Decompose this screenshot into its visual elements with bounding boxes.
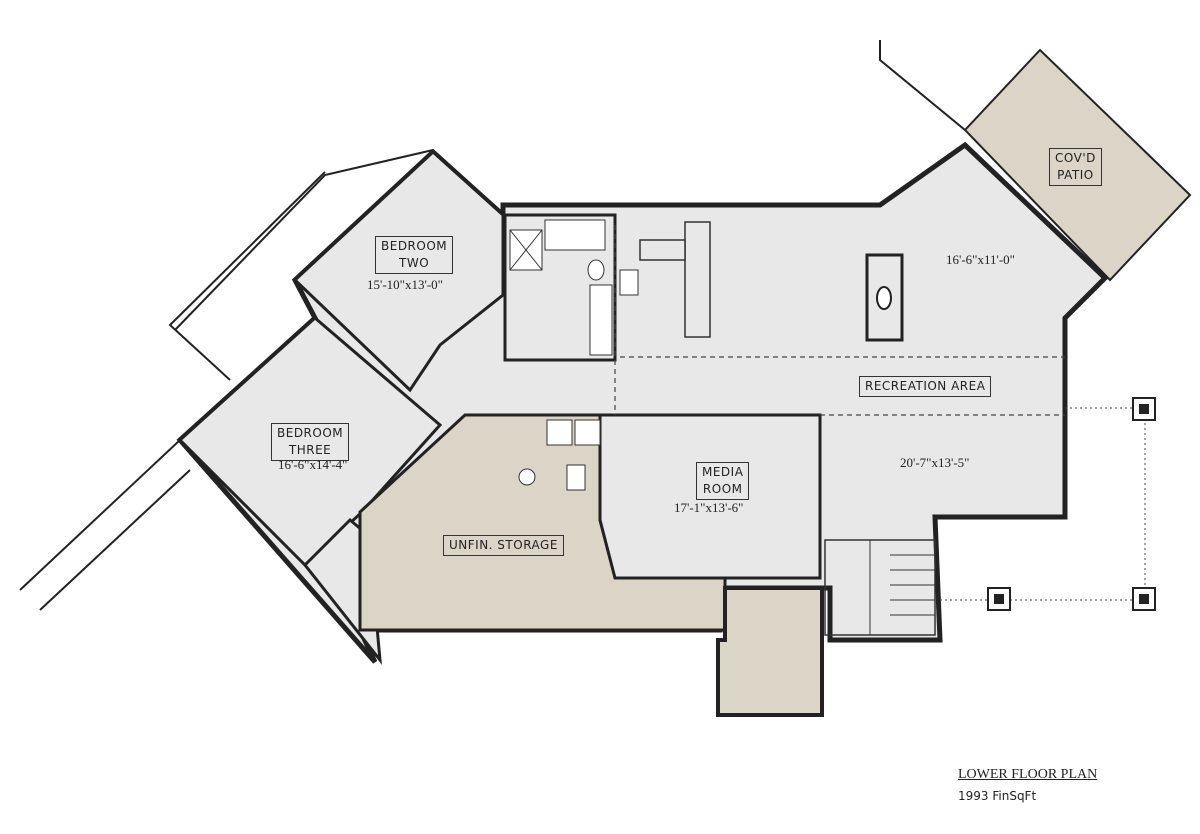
room-name: TWO [399, 256, 430, 270]
kitchen-counter [639, 239, 686, 261]
room-label-recreation-area: RECREATION AREA [859, 376, 992, 397]
bathtub [544, 219, 606, 251]
kitchen-sink [619, 269, 639, 296]
room-dimensions: 15'-10"x13'-0" [367, 277, 443, 292]
vanity [589, 284, 613, 356]
washer [546, 419, 573, 446]
room-name: BEDROOM [381, 239, 448, 253]
kitchen-island [684, 221, 711, 338]
exterior-wall-left [174, 149, 434, 331]
room-dimensions: 16'-6"x14'-4" [278, 457, 348, 472]
furnace [566, 464, 586, 491]
room-label-media-room: MEDIA ROOM [696, 462, 750, 500]
room-label-bedroom-three: BEDROOM THREE [271, 423, 350, 461]
room-label-bedroom-two: BEDROOM TWO [375, 236, 454, 274]
finished-square-footage: 1993 FinSqFt [958, 789, 1037, 803]
room-name: COV'D [1055, 151, 1096, 165]
room-label-covered-patio: COV'D PATIO [1049, 148, 1102, 186]
retaining-wall [19, 439, 181, 591]
covered-patio-area [963, 48, 1192, 282]
plan-title: LOWER FLOOR PLAN [958, 767, 1098, 782]
media-room-area [598, 413, 822, 580]
room-name: ROOM [702, 482, 743, 496]
room-name: THREE [288, 443, 332, 457]
toilet [587, 259, 605, 281]
room-dimensions: 16'-6"x11'-0" [946, 252, 1015, 267]
stairs [824, 539, 936, 636]
dryer [574, 419, 601, 446]
room-label-unfinished-storage: UNFIN. STORAGE [443, 535, 564, 556]
bedroom-three-area [177, 316, 443, 568]
water-heater [518, 468, 536, 486]
room-dimensions: 17'-1"x13'-6" [674, 500, 744, 515]
retaining-wall [39, 469, 191, 611]
room-name: MEDIA [702, 465, 744, 479]
unfinished-bump-out [716, 586, 824, 717]
room-name: BEDROOM [277, 426, 344, 440]
room-dimensions: 20'-7"x13'-5" [900, 455, 970, 470]
room-name: PATIO [1057, 168, 1094, 182]
bedroom-two-area [292, 149, 505, 393]
